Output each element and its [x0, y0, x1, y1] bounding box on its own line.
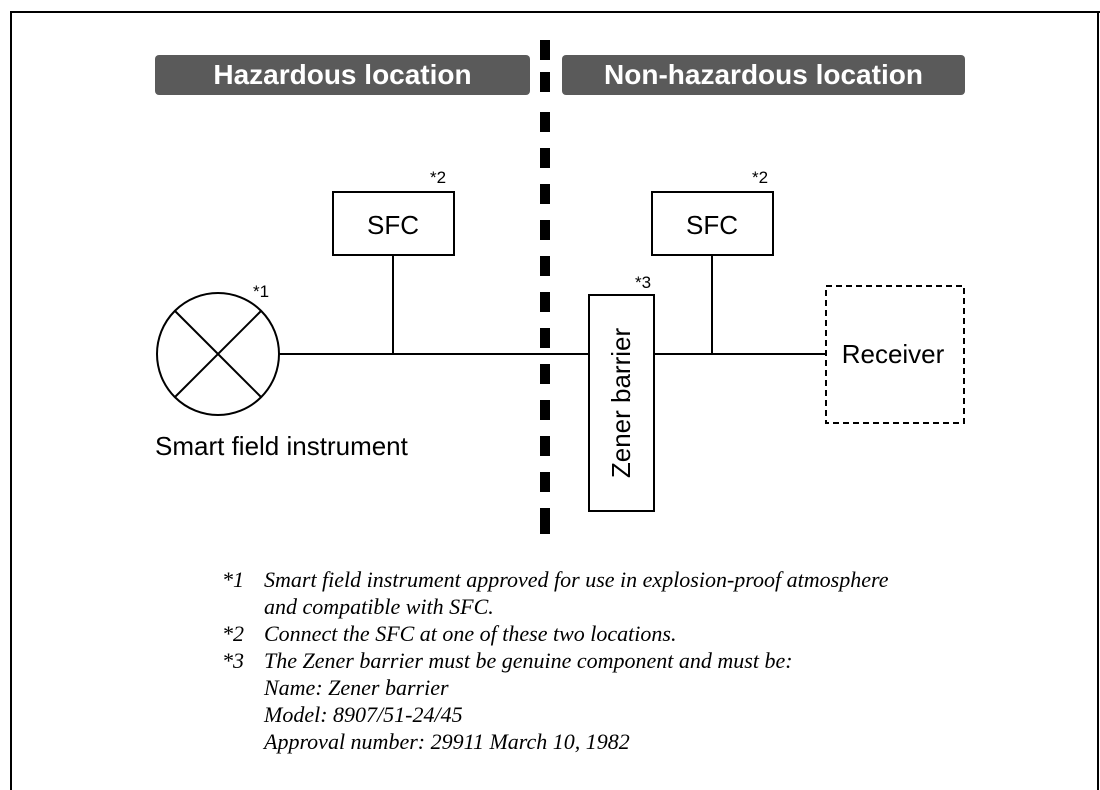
footnote-3: *3 The Zener barrier must be genuine com…: [222, 647, 1022, 755]
hazardous-location-header: Hazardous location: [155, 55, 530, 95]
frame-border-top: [10, 11, 1100, 13]
zener-barrier-marker: *3: [635, 273, 651, 292]
frame-border-right: [1097, 11, 1099, 790]
receiver-label: Receiver: [842, 339, 945, 369]
footnote-line: and compatible with SFC.: [264, 594, 494, 619]
footnotes: *1 Smart field instrument approved for u…: [222, 566, 1022, 755]
frame-border-left: [10, 11, 12, 790]
zener-barrier-box: [588, 294, 655, 512]
footnote-mark: *1: [222, 567, 244, 592]
instrument-label: Smart field instrument: [155, 431, 409, 461]
footnote-line: Smart field instrument approved for use …: [264, 567, 889, 592]
sfc-left-label: SFC: [367, 210, 419, 240]
footnote-line: The Zener barrier must be genuine compon…: [264, 648, 793, 673]
footnote-mark: *3: [222, 648, 244, 673]
zener-barrier-label: Zener barrier: [606, 328, 636, 479]
footnote-1: *1 Smart field instrument approved for u…: [222, 566, 1022, 620]
footnote-2: *2 Connect the SFC at one of these two l…: [222, 620, 1022, 647]
footnote-body: Connect the SFC at one of these two loca…: [264, 620, 1022, 647]
footnote-line: Name: Zener barrier: [264, 675, 449, 700]
hazard-boundary-line: [540, 40, 550, 534]
footnote-line: Approval number: 29911 March 10, 1982: [264, 729, 630, 754]
sfc-right-marker: *2: [752, 168, 768, 187]
instrument-marker: *1: [253, 282, 269, 301]
footnote-line: Connect the SFC at one of these two loca…: [264, 621, 677, 646]
smart-field-instrument-icon: [156, 292, 280, 416]
footnote-body: The Zener barrier must be genuine compon…: [264, 647, 1022, 755]
sfc-right-box: [651, 191, 774, 256]
footnote-mark: *2: [222, 621, 244, 646]
sfc-left-marker: *2: [430, 168, 446, 187]
sfc-right-label: SFC: [686, 210, 738, 240]
non-hazardous-location-header: Non-hazardous location: [562, 55, 965, 95]
receiver-box: [825, 285, 965, 424]
footnote-line: Model: 8907/51-24/45: [264, 702, 463, 727]
sfc-left-box: [332, 191, 455, 256]
footnote-body: Smart field instrument approved for use …: [264, 566, 1022, 620]
